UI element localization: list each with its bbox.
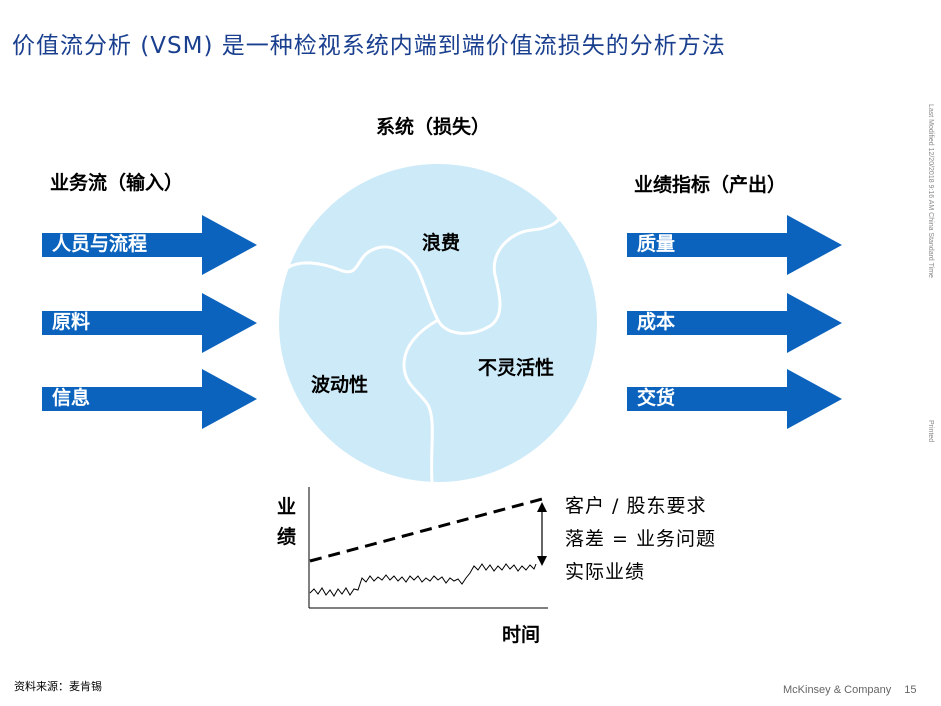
chart-ylabel-bottom: 绩 [277, 526, 297, 548]
footer-source: 资料来源：麦肯锡 [14, 680, 102, 693]
gap-arrow-head-down [537, 556, 547, 566]
output-arrow-delivery: 交货 [627, 369, 842, 429]
input-arrow-information: 信息 [42, 369, 257, 429]
company-name: McKinsey & Company [783, 684, 892, 696]
footer-company: McKinsey & Company 15 [783, 684, 917, 696]
chart-ylabel-top: 业 [277, 496, 297, 518]
puzzle-seam-left [286, 245, 440, 321]
arrow-shape [627, 215, 842, 275]
output-arrow-quality: 质量 [627, 215, 842, 275]
page-number: 15 [904, 684, 917, 696]
arrow-shape [627, 369, 842, 429]
chart-xlabel: 时间 [502, 624, 541, 646]
page-title: 价值流分析 (VSM) 是一种检视系统内端到端价值流损失的分析方法 [12, 33, 726, 59]
arrow-shape [42, 215, 257, 275]
legend-actual: 实际业绩 [565, 561, 646, 583]
demand-line [309, 496, 547, 563]
puzzle-seam-right [436, 207, 568, 335]
system-circle [277, 162, 599, 484]
actual-line [309, 563, 537, 597]
input-label: 业务流（输入） [50, 172, 184, 194]
input-arrow-label: 信息 [52, 387, 91, 409]
input-arrow-label: 原料 [52, 311, 91, 333]
output-label: 业绩指标（产出） [634, 174, 787, 196]
input-arrow-people-process: 人员与流程 [42, 215, 257, 275]
system-label: 系统（损失） [376, 116, 491, 138]
puzzle-inflexibility: 不灵活性 [478, 357, 555, 379]
output-arrow-label: 成本 [637, 311, 676, 333]
arrow-shape [627, 293, 842, 353]
input-arrow-label: 人员与流程 [52, 233, 148, 255]
last-modified-note: Last Modified 12/20/2018 9:16 AM China S… [927, 104, 934, 278]
output-arrow-cost: 成本 [627, 293, 842, 353]
puzzle-seam-bottom [402, 318, 439, 483]
puzzle-waste: 浪费 [422, 232, 461, 254]
legend-demand: 客户 / 股东要求 [565, 495, 707, 517]
arrow-shape [42, 293, 257, 353]
input-arrow-material: 原料 [42, 293, 257, 353]
gap-arrow-head-up [537, 502, 547, 512]
output-arrow-label: 质量 [637, 233, 676, 255]
legend-gap: 落差 = 业务问题 [565, 528, 716, 550]
printed-note: Printed [927, 420, 934, 443]
puzzle-variability: 波动性 [311, 374, 369, 396]
output-arrow-label: 交货 [637, 387, 676, 409]
arrow-shape [42, 369, 257, 429]
